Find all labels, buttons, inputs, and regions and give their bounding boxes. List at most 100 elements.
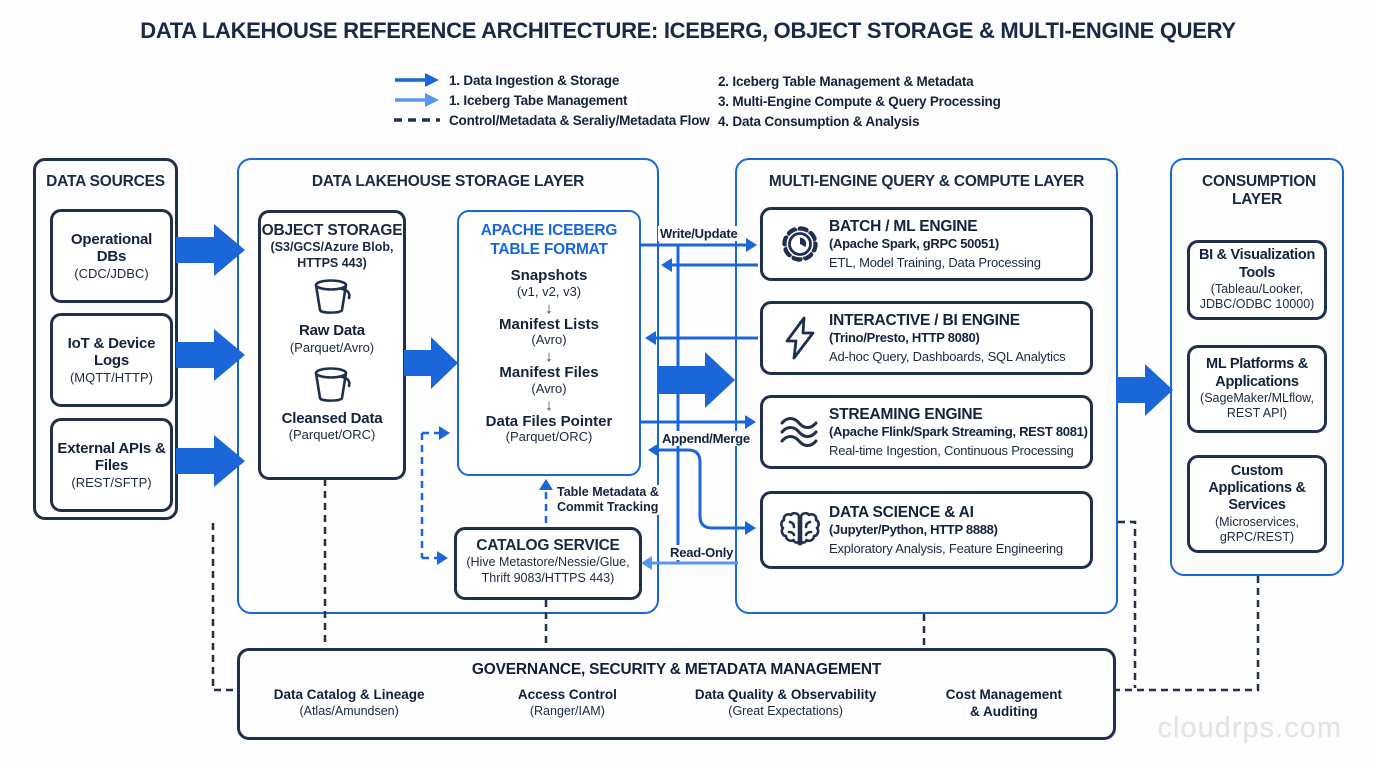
solid-arrow-icon bbox=[395, 73, 439, 87]
watermark: cloudrps.com bbox=[1157, 712, 1342, 744]
engine-box-batch-ml: BATCH / ML ENGINE (Apache Spark, gRPC 50… bbox=[760, 207, 1093, 281]
iceberg-title-line1: APACHE ICEBERG bbox=[480, 222, 618, 239]
governance-item-cost-management: Cost Management & Auditing bbox=[895, 687, 1113, 721]
catalog-note: Table Metadata & Commit Tracking bbox=[557, 485, 671, 515]
engine-box-interactive-bi: INTERACTIVE / BI ENGINE (Trino/Presto, H… bbox=[760, 301, 1093, 375]
storage-item-name: Cleansed Data bbox=[281, 409, 383, 427]
legend-label: 3. Multi-Engine Compute & Query Processi… bbox=[718, 94, 1001, 109]
governance-name-line2: & Auditing bbox=[970, 703, 1038, 719]
iceberg-step-detail: (Parquet/ORC) bbox=[505, 429, 593, 444]
iceberg-table-format-box: APACHE ICEBERG TABLE FORMAT Snapshots (v… bbox=[457, 210, 641, 476]
source-detail: (REST/SFTP) bbox=[71, 474, 152, 490]
waves-icon bbox=[780, 417, 818, 447]
legend-item-iceberg-management: 1. Iceberg Tabe Management bbox=[393, 90, 1053, 110]
governance-name: Access Control bbox=[517, 687, 617, 702]
source-box-iot-logs: IoT & Device Logs (MQTT/HTTP) bbox=[50, 313, 173, 407]
consumption-name: ML Platforms & Applications bbox=[1206, 356, 1308, 390]
legend: 1. Data Ingestion & Storage 1. Iceberg T… bbox=[393, 70, 1053, 130]
source-name: External APIs & Files bbox=[57, 439, 166, 475]
legend-label: 4. Data Consumption & Analysis bbox=[718, 114, 920, 129]
governance-panel: GOVERNANCE, SECURITY & METADATA MANAGEME… bbox=[237, 648, 1116, 740]
consumption-name: BI & Visualization Tools bbox=[1199, 247, 1315, 281]
object-storage-title: OBJECT STORAGE bbox=[261, 222, 403, 239]
source-box-external-apis: External APIs & Files (REST/SFTP) bbox=[50, 418, 173, 512]
down-arrow-icon: ↓ bbox=[545, 396, 553, 414]
iceberg-step-detail: (Avro) bbox=[531, 380, 567, 396]
source-detail: (CDC/JDBC) bbox=[74, 265, 149, 281]
legend-label: 1. Data Ingestion & Storage bbox=[449, 72, 620, 88]
engine-subtitle: (Apache Flink/Spark Streaming, REST 8081… bbox=[829, 424, 1088, 439]
data-sources-title: DATA SOURCES bbox=[46, 173, 165, 190]
flow-label-write-update: Write/Update bbox=[658, 226, 740, 241]
consumption-layer-panel: CONSUMPTION LAYER BI & Visualization Too… bbox=[1170, 158, 1344, 576]
storage-item-name: Raw Data bbox=[299, 322, 365, 340]
legend-label: 2. Iceberg Table Management & Metadata bbox=[718, 74, 974, 89]
object-storage-box: OBJECT STORAGE (S3/GCS/Azure Blob, HTTPS… bbox=[258, 210, 406, 480]
legend-label: Control/Metadata & Seraliy/Metadata Flow bbox=[449, 112, 710, 128]
engine-box-data-science: DATA SCIENCE & AI (Jupyter/Python, HTTP … bbox=[760, 491, 1093, 569]
consumption-box-bi-tools: BI & Visualization Tools (Tableau/Looker… bbox=[1187, 240, 1327, 320]
governance-item-access-control: Access Control (Ranger/IAM) bbox=[458, 687, 676, 721]
engine-description: ETL, Model Training, Data Processing bbox=[829, 255, 1041, 270]
bucket-icon bbox=[314, 279, 351, 315]
flow-label-append-merge: Append/Merge bbox=[660, 431, 752, 446]
governance-item-data-catalog: Data Catalog & Lineage (Atlas/Amundsen) bbox=[240, 687, 458, 721]
brain-icon bbox=[780, 511, 820, 546]
governance-item-data-quality: Data Quality & Observability (Great Expe… bbox=[677, 687, 895, 721]
bucket-icon bbox=[314, 366, 351, 402]
legend-label: 1. Iceberg Tabe Management bbox=[449, 92, 628, 108]
compute-layer-panel: MULTI-ENGINE QUERY & COMPUTE LAYER BATCH… bbox=[735, 158, 1118, 614]
consumption-box-ml-platforms: ML Platforms & Applications (SageMaker/M… bbox=[1187, 345, 1327, 433]
storage-item-detail: (Parquet/Avro) bbox=[289, 339, 375, 355]
compute-layer-title: MULTI-ENGINE QUERY & COMPUTE LAYER bbox=[768, 173, 1085, 190]
flow-label-read-only: Read-Only bbox=[668, 545, 736, 560]
legend-item-control-flow: Control/Metadata & Seraliy/Metadata Flow bbox=[393, 110, 1053, 130]
consumption-detail: (Tableau/Looker, JDBC/ODBC 10000) bbox=[1199, 282, 1315, 312]
data-sources-panel: DATA SOURCES Operational DBs (CDC/JDBC) … bbox=[33, 158, 178, 520]
page-title: DATA LAKEHOUSE REFERENCE ARCHITECTURE: I… bbox=[140, 18, 1236, 43]
catalog-title: CATALOG SERVICE bbox=[476, 537, 620, 554]
engine-description: Real-time Ingestion, Continuous Processi… bbox=[829, 443, 1074, 458]
iceberg-title-line2: TABLE FORMAT bbox=[490, 240, 608, 258]
source-detail: (MQTT/HTTP) bbox=[69, 369, 154, 385]
governance-detail: (Ranger/IAM) bbox=[529, 703, 605, 718]
dashed-line-icon bbox=[394, 118, 440, 122]
iceberg-step-name: Manifest Lists bbox=[498, 315, 600, 333]
engine-subtitle: (Apache Spark, gRPC 50051) bbox=[829, 236, 999, 251]
engine-description: Ad-hoc Query, Dashboards, SQL Analytics bbox=[829, 349, 1066, 364]
governance-detail: (Atlas/Amundsen) bbox=[299, 703, 399, 718]
engine-title: INTERACTIVE / BI ENGINE bbox=[829, 312, 1020, 329]
object-storage-subtitle: (S3/GCS/Azure Blob, HTTPS 443) bbox=[270, 240, 394, 270]
governance-name: Cost Management bbox=[945, 687, 1063, 702]
governance-name: Data Quality & Observability bbox=[694, 687, 877, 702]
down-arrow-icon: ↓ bbox=[545, 299, 553, 317]
down-arrow-icon: ↓ bbox=[545, 348, 553, 366]
storage-layer-panel: DATA LAKEHOUSE STORAGE LAYER OBJECT STOR… bbox=[237, 158, 659, 614]
consumption-detail: (Microservices, gRPC/REST) bbox=[1214, 514, 1300, 545]
engine-title: BATCH / ML ENGINE bbox=[829, 218, 978, 235]
engine-title: STREAMING ENGINE bbox=[829, 406, 983, 423]
iceberg-step-name: Manifest Files bbox=[499, 364, 599, 382]
lightning-icon bbox=[785, 316, 815, 360]
iceberg-step-detail: (Avro) bbox=[531, 332, 567, 348]
governance-detail: (Great Expectations) bbox=[728, 703, 843, 718]
catalog-subtitle: (Hive Metastore/Nessie/Glue, Thrift 9083… bbox=[466, 555, 630, 585]
legend-numbers: 2. Iceberg Table Management & Metadata 3… bbox=[718, 72, 1001, 132]
consumption-detail: (SageMaker/MLflow, REST API) bbox=[1200, 391, 1314, 421]
source-box-operational-dbs: Operational DBs (CDC/JDBC) bbox=[50, 209, 173, 303]
governance-title: GOVERNANCE, SECURITY & METADATA MANAGEME… bbox=[471, 661, 882, 678]
engine-subtitle: (Trino/Presto, HTTP 8080) bbox=[829, 330, 980, 345]
governance-name: Data Catalog & Lineage bbox=[273, 687, 425, 702]
storage-layer-title: DATA LAKEHOUSE STORAGE LAYER bbox=[311, 173, 585, 190]
iceberg-step-name: Snapshots bbox=[510, 267, 588, 285]
iceberg-step-name: Data Files Pointer bbox=[485, 412, 613, 430]
consumption-box-custom-apps: Custom Applications & Services (Microser… bbox=[1187, 455, 1327, 553]
consumption-layer-title: CONSUMPTION LAYER bbox=[1202, 173, 1317, 208]
engine-box-streaming: STREAMING ENGINE (Apache Flink/Spark Str… bbox=[760, 395, 1093, 469]
legend-item-data-ingestion: 1. Data Ingestion & Storage bbox=[393, 70, 1053, 90]
storage-item-detail: (Parquet/ORC) bbox=[288, 427, 376, 443]
engine-title: DATA SCIENCE & AI bbox=[829, 504, 974, 521]
iceberg-step-detail: (v1, v2, v3) bbox=[516, 283, 582, 299]
source-name: Operational DBs bbox=[70, 230, 153, 266]
gear-clock-icon bbox=[782, 226, 818, 262]
